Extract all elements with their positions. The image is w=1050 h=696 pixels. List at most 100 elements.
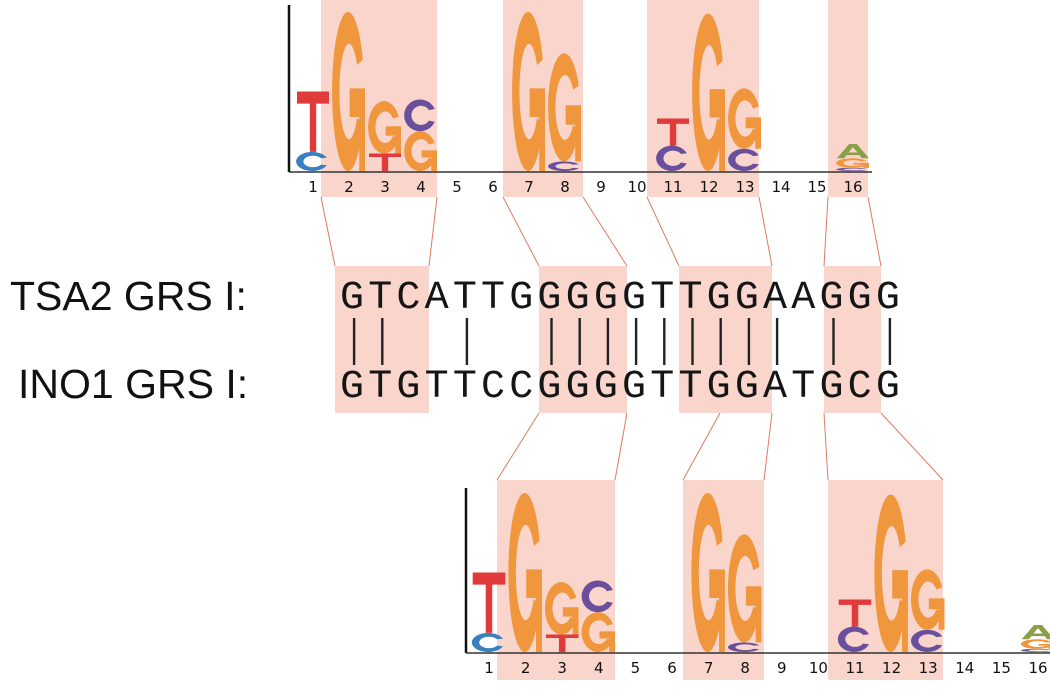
logo-letter-shape	[657, 118, 689, 146]
logo-letter-G	[836, 158, 869, 168]
logo-letter-shape	[349, 88, 365, 171]
ino1-label: INO1 GRS I:	[18, 361, 248, 407]
position-tick-label: 3	[557, 659, 567, 677]
logo-letter-shape	[1021, 648, 1050, 652]
position-tick-label: 7	[704, 659, 714, 677]
match-bars	[352, 318, 892, 365]
logo-letter-C	[656, 145, 687, 171]
connector-line	[320, 196, 336, 267]
connector-line	[614, 412, 628, 481]
logo-letter-T	[472, 572, 506, 633]
connector-line	[763, 412, 773, 481]
logo-letter-shape	[512, 12, 543, 172]
connector-line	[496, 412, 540, 481]
logo-letter-shape	[548, 161, 579, 171]
logo-letter-shape	[874, 494, 906, 652]
position-tick-label: 14	[955, 659, 974, 677]
logo-letter-A	[1021, 624, 1050, 640]
logo-letter-shape	[565, 105, 581, 162]
logo-letter-shape	[837, 143, 869, 159]
logo-letter-shape	[656, 145, 687, 171]
logo-letter-G	[548, 53, 581, 162]
logo-letter-T	[369, 153, 401, 171]
logo-letter-shape	[691, 493, 723, 652]
position-tick-label: 8	[740, 659, 750, 677]
logo-letter-shape	[562, 607, 579, 635]
position-tick-label: 4	[594, 659, 604, 677]
logo-letter-shape	[709, 89, 725, 171]
logo-letter-shape	[544, 582, 577, 635]
logo-letter-shape	[296, 151, 327, 171]
logo-letter-shape	[709, 569, 725, 652]
logo-letter-G	[727, 534, 762, 643]
position-tick-label: 6	[488, 178, 498, 196]
logo-letter-shape	[548, 53, 579, 162]
logo-letter-C	[837, 626, 870, 652]
logo-letter-G	[332, 12, 365, 172]
position-tick-label: 2	[344, 178, 354, 196]
logo-letter-shape	[727, 642, 760, 652]
position-tick-label: 13	[735, 178, 754, 196]
logo-letter-C	[728, 148, 759, 171]
logo-letter-shape	[332, 12, 363, 172]
position-tick-label: 15	[992, 659, 1011, 677]
logo-letter-C	[1021, 648, 1050, 652]
logo-letter-G	[910, 569, 945, 630]
logo-letter-shape	[421, 150, 437, 171]
sequence-highlight-box	[679, 266, 772, 413]
position-tick-label: 1	[484, 659, 494, 677]
position-tick-label: 2	[521, 659, 531, 677]
logo-letter-shape	[745, 586, 762, 643]
connector-line	[682, 412, 721, 481]
logo-letter-C	[296, 151, 327, 171]
position-tick-label: 10	[809, 659, 828, 677]
position-tick-label: 1	[308, 178, 318, 196]
logo-letter-shape	[545, 634, 579, 652]
position-tick-label: 14	[771, 178, 790, 196]
logo-letter-shape	[1021, 624, 1050, 640]
position-tick-label: 16	[843, 178, 862, 196]
position-tick-label: 12	[699, 178, 718, 196]
logo-letter-C	[581, 580, 613, 613]
logo-letter-shape	[910, 629, 943, 652]
logo-letter-shape	[1038, 643, 1050, 649]
position-tick-label: 9	[596, 178, 606, 196]
position-tick-label: 7	[524, 178, 534, 196]
tsa2-label: TSA2 GRS I:	[10, 273, 247, 319]
position-tick-label: 11	[663, 178, 682, 196]
logo-letter-shape	[1020, 639, 1050, 649]
connector-line	[428, 196, 438, 267]
connector-line	[823, 196, 829, 267]
logo-letter-shape	[928, 598, 945, 630]
logo-letter-shape	[727, 534, 760, 643]
logo-letter-shape	[837, 626, 870, 652]
logo-letter-T	[657, 118, 689, 146]
logo-letter-shape	[745, 117, 761, 149]
logo-letter-shape	[892, 570, 908, 652]
logo-letter-G	[581, 612, 616, 652]
logo-letter-T	[838, 599, 872, 627]
logo-letter-shape	[368, 101, 399, 154]
logo-letter-shape	[910, 569, 943, 630]
sequence-highlight-box	[539, 266, 627, 413]
logo-letter-G	[1020, 639, 1050, 649]
logo-letter-G	[728, 88, 761, 149]
tsa2-sequence: GTCATTGGGGGTTGGAAGGG	[340, 276, 904, 321]
logo-letter-G	[368, 101, 401, 154]
logo-letter-shape	[599, 631, 616, 652]
logo-letter-G	[691, 493, 725, 652]
logo-letter-G	[508, 493, 542, 652]
connector-line	[758, 196, 773, 267]
logo-letter-T	[545, 634, 579, 652]
position-tick-label: 12	[882, 659, 901, 677]
logo-letter-G	[404, 131, 437, 171]
logo-letter-shape	[581, 612, 613, 652]
logo-letter-shape	[297, 91, 329, 152]
logo-letter-T	[297, 91, 329, 152]
logo-letter-shape	[369, 153, 401, 171]
position-tick-label: 3	[380, 178, 390, 196]
logo-letter-G	[692, 13, 725, 172]
connector-line	[867, 196, 882, 267]
logo-letter-shape	[472, 572, 506, 633]
